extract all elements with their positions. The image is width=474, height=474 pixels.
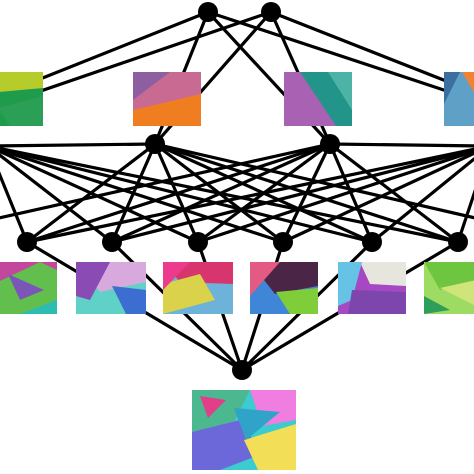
edge [0, 147, 374, 244]
tile-lower-5 [338, 262, 406, 314]
edge [0, 142, 332, 220]
edge [110, 148, 474, 244]
edge [0, 148, 285, 244]
node-top-2 [261, 2, 281, 22]
tile-lower-3 [163, 262, 233, 314]
edge [153, 142, 474, 220]
edges [0, 10, 474, 372]
node-top-1 [198, 2, 218, 22]
edge [370, 156, 474, 244]
tile-lower-1 [0, 262, 57, 314]
edge [206, 10, 474, 102]
node-lower-hidden-6 [448, 232, 468, 252]
edge [0, 142, 157, 148]
edge [0, 153, 114, 244]
nodes [17, 2, 468, 380]
node-upper-hidden-2 [145, 134, 165, 154]
node-upper-hidden-3 [320, 134, 340, 154]
tile-upper-2 [133, 72, 201, 126]
tile-upper-1 [0, 72, 43, 126]
edge [0, 149, 200, 244]
node-lower-hidden-5 [362, 232, 382, 252]
tile-lower-4 [250, 262, 318, 314]
node-lower-hidden-2 [102, 232, 122, 252]
tile-upper-3 [284, 72, 352, 126]
node-lower-hidden-4 [273, 232, 293, 252]
edge [328, 142, 460, 244]
tile-output [192, 390, 296, 470]
edge [25, 147, 474, 244]
node-lower-hidden-1 [17, 232, 37, 252]
edge [328, 142, 474, 148]
node-output [232, 360, 252, 380]
edge [196, 149, 474, 244]
tile-upper-4 [444, 72, 474, 126]
edge [0, 171, 29, 244]
node-lower-hidden-3 [188, 232, 208, 252]
edge [269, 10, 474, 94]
tile-lower-6 [424, 262, 474, 314]
edge [0, 10, 273, 107]
edge [456, 188, 474, 244]
edge [281, 151, 474, 244]
edge [0, 146, 460, 244]
tile-lower-2 [76, 262, 146, 314]
